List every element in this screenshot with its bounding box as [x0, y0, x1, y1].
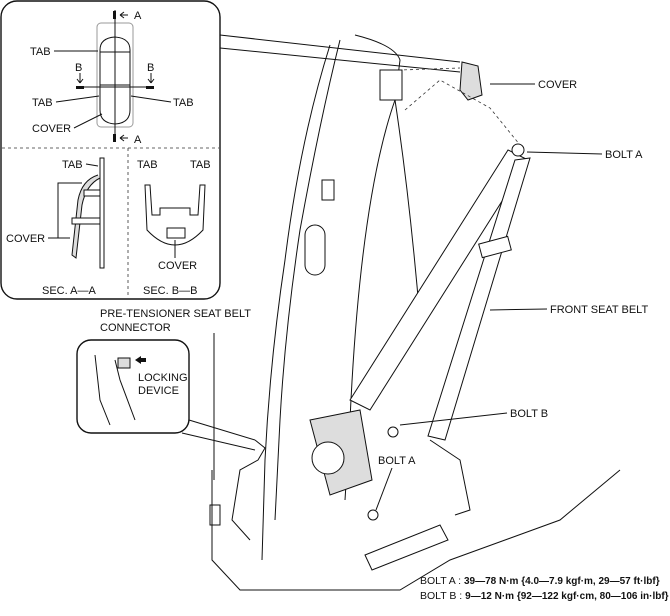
pillar-edge: [274, 39, 341, 521]
section-a-label: A: [134, 10, 142, 22]
pretensioner: [311, 441, 345, 475]
floor-edge: [211, 469, 621, 591]
front-seat-belt-upper: [349, 149, 529, 411]
clip: [83, 189, 101, 197]
pillar-hole: [209, 504, 221, 526]
cover-label: COVER: [6, 233, 45, 245]
tab-label: TAB: [30, 46, 51, 58]
cover-label: COVER: [158, 260, 197, 272]
pillar-edge: [261, 44, 331, 561]
callout-line: [219, 47, 461, 73]
cover-rib: [166, 227, 186, 239]
bolt-a-label: BOLT A: [605, 149, 643, 161]
torque-bolt-a: BOLT A : 39—78 N·m {4.0—7.9 kgf·m, 29—57…: [420, 575, 660, 587]
tab-label: TAB: [137, 159, 158, 171]
cover-section-b: [144, 184, 206, 246]
tab-label: TAB: [32, 97, 53, 109]
connector-part: [117, 357, 131, 369]
section-b-caption: SEC. B—B: [143, 285, 197, 297]
connector-inset: [76, 339, 190, 434]
section-a-caption: SEC. A—A: [42, 285, 96, 297]
tab-label: TAB: [173, 97, 194, 109]
leader-line: [48, 182, 82, 239]
section-b-label: B: [75, 62, 82, 74]
leader-line: [130, 95, 172, 103]
cover-label: COVER: [538, 79, 577, 91]
callout-line: [219, 34, 461, 63]
section-a-label: A: [134, 134, 142, 146]
arrow-icon: [147, 73, 155, 84]
section-marker: [113, 134, 116, 142]
leader-line: [526, 151, 603, 155]
front-seat-belt-lower: [427, 157, 531, 441]
leader-line: [85, 163, 99, 167]
section-b-label: B: [147, 62, 154, 74]
harness: [231, 439, 266, 541]
leader-line: [399, 412, 508, 426]
section-marker: [76, 86, 84, 89]
clip: [71, 217, 101, 225]
pillar-edge: [394, 99, 421, 321]
cover-section-a: [71, 174, 101, 259]
front-seat-belt-label: FRONT SEAT BELT: [550, 304, 648, 316]
torque-bolt-b: BOLT B : 9—12 N·m {92—122 kgf·cm, 80—106…: [420, 590, 669, 602]
locking-device-label: LOCKING: [138, 372, 188, 384]
cover-part: [459, 61, 483, 101]
leader-line: [73, 113, 103, 129]
leader-line: [375, 467, 393, 511]
b-pillar: [209, 34, 621, 591]
pillar-hole: [321, 179, 335, 201]
bolt-a-top: [511, 143, 525, 157]
arrow-icon: [76, 73, 84, 84]
tab-label: TAB: [62, 159, 83, 171]
arrow-icon: [135, 356, 146, 364]
pillar-hole: [304, 224, 326, 276]
leader-line: [55, 95, 100, 103]
leader-line: [489, 308, 548, 311]
arrow-icon: [119, 134, 128, 142]
callout-line: [181, 419, 256, 451]
connector-label: CONNECTOR: [100, 322, 171, 334]
detail-inset: A A B B TAB TAB TAB COVER TAB COVER SEC.…: [0, 0, 461, 300]
bolt-a-label: BOLT A: [378, 455, 416, 467]
bolt-b-label: BOLT B: [510, 408, 548, 420]
lap-anchor: [364, 524, 449, 571]
pillar-edge: [344, 34, 401, 501]
bolt-b: [387, 426, 399, 438]
buckle-anchor: [429, 439, 471, 516]
height-adjuster: [379, 69, 403, 101]
connector-label: PRE-TENSIONER SEAT BELT: [100, 308, 251, 320]
arrow-icon: [119, 11, 128, 19]
locking-device-label: DEVICE: [138, 385, 179, 397]
cover-label: COVER: [32, 123, 71, 135]
wire: [94, 354, 136, 426]
pillar-section: [99, 157, 105, 269]
inset-frame: [0, 0, 221, 300]
seat-belt: [309, 143, 531, 571]
section-marker: [113, 11, 116, 19]
belt-tongue: [478, 235, 512, 259]
tab-label: TAB: [190, 159, 211, 171]
bolt-a-bottom: [367, 509, 379, 521]
section-marker: [146, 86, 154, 89]
